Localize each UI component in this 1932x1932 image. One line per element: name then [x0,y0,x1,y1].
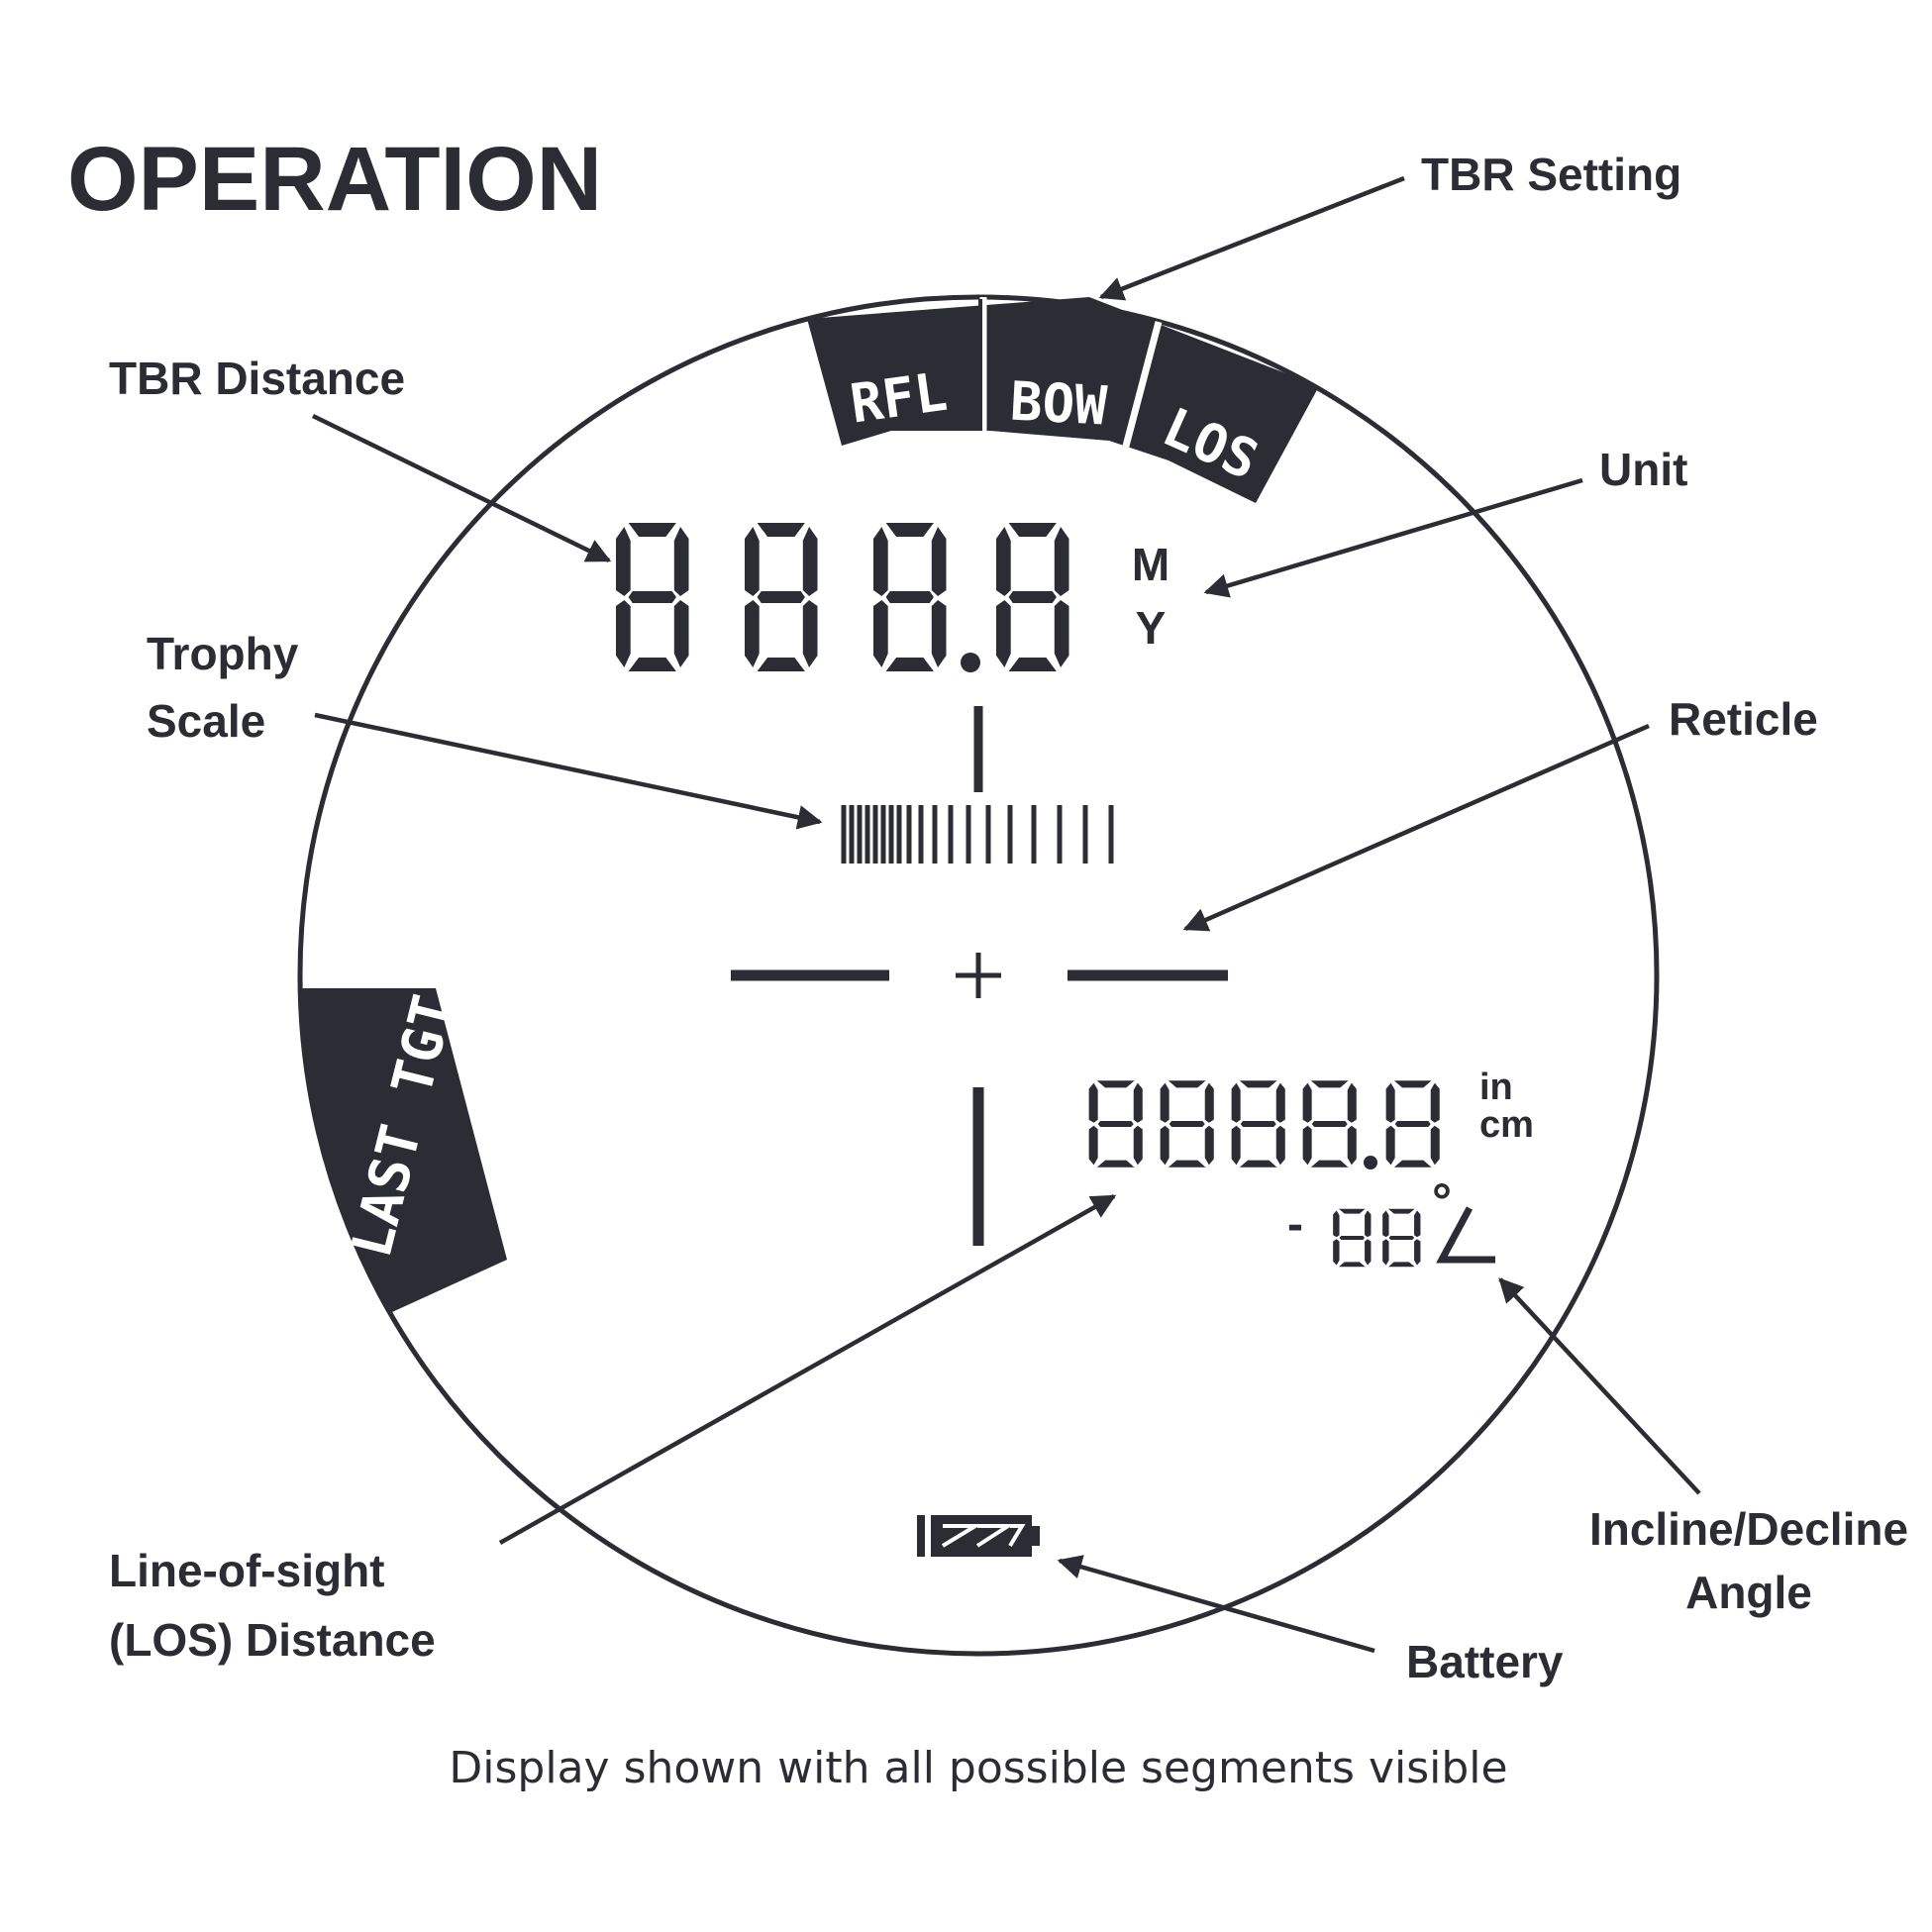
arrow-reticle [1182,723,1650,932]
label-los-line2: (LOS) Distance [109,1614,436,1666]
tbr-distance-digits [616,523,1069,672]
label-tbr-distance: TBR Distance [109,353,405,404]
label-incline-line2: Angle [1685,1567,1812,1618]
battery-icon [917,1515,1040,1557]
unit-in: in [1479,1067,1513,1108]
los-distance-digits [1088,1080,1440,1169]
page-title: OPERATION [67,129,602,230]
angle-digits [1333,1208,1421,1268]
arrow-unit [1203,477,1583,598]
arrow-incline [1498,1277,1701,1495]
unit-cm: cm [1479,1104,1534,1146]
label-reticle: Reticle [1669,693,1818,745]
display-circle [297,294,1660,1657]
angle-sign: - [1287,1198,1303,1251]
label-incline-line1: Incline/Decline [1589,1503,1908,1555]
label-unit: Unit [1599,444,1687,495]
arrow-tbr-setting [1098,175,1405,301]
label-tbr-setting: TBR Setting [1421,149,1681,200]
unit-m: M [1132,539,1169,590]
angle-icon [1436,1206,1495,1264]
caption: Display shown with all possible segments… [449,1743,1507,1793]
arrow-trophy-scale [314,712,823,830]
arrow-los-distance [498,1194,1117,1545]
mode-rfl: RFL [847,360,951,436]
mode-band: RFL BOW LOS [807,297,1319,503]
label-battery: Battery [1406,1636,1564,1687]
arrow-battery [1057,1555,1375,1654]
label-trophy-line2: Scale [147,695,265,747]
unit-y: Y [1136,602,1167,654]
callout-arrows [312,175,1701,1654]
label-trophy-line1: Trophy [147,628,299,679]
mode-bow: BOW [1009,370,1109,438]
degree-mark: ° [1432,1173,1452,1229]
reticle [731,953,1228,1246]
arrow-tbr-distance [312,413,612,563]
label-los-line1: Line-of-sight [109,1545,385,1596]
trophy-scale [841,706,1114,864]
